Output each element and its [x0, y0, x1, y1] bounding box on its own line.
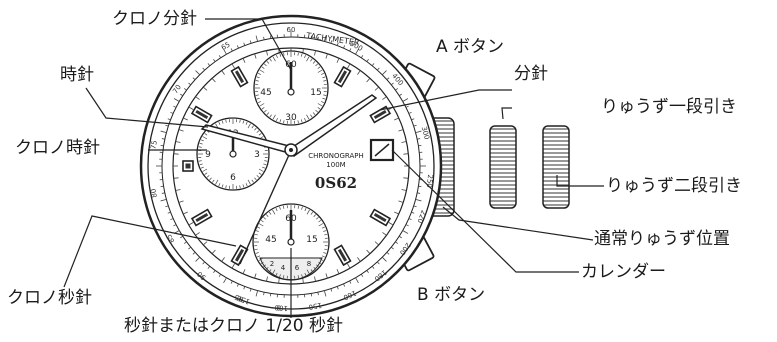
label-a-button: A ボタン: [436, 39, 504, 56]
svg-text:6: 6: [295, 264, 300, 272]
minute-tick: [403, 178, 408, 179]
minute-tick: [303, 278, 304, 283]
minute-tick: [403, 154, 408, 155]
label-crown-pull-two: りゅうず二段引き: [606, 178, 742, 195]
svg-text:45: 45: [265, 235, 276, 245]
label-chrono-minute-hand: クロノ分針: [112, 11, 197, 28]
svg-text:45: 45: [260, 88, 271, 98]
svg-text:15: 15: [306, 235, 317, 245]
svg-text:3: 3: [254, 150, 260, 160]
label-chrono-second-hand: クロノ秒針: [7, 290, 92, 307]
svg-text:30: 30: [285, 113, 297, 123]
minute-tick: [279, 278, 280, 283]
label-calendar: カレンダー: [581, 264, 666, 281]
minute-tick: [174, 154, 179, 155]
svg-text:9: 9: [205, 150, 211, 160]
label-crown-normal: 通常りゅうず位置: [594, 231, 730, 248]
svg-text:2: 2: [270, 260, 274, 268]
minute-tick: [174, 178, 179, 179]
label-b-button: B ボタン: [417, 287, 485, 304]
svg-text:6: 6: [230, 173, 236, 183]
label-crown-pull-one: りゅうず一段引き: [601, 99, 737, 116]
tachymeter-number: 75: [149, 140, 158, 150]
tachymeter-number: 60: [287, 26, 296, 34]
svg-text:15: 15: [310, 88, 321, 98]
crown-pull-two: [543, 126, 569, 208]
label-second-or-chrono-20: 秒針またはクロノ 1/20 秒針: [124, 318, 343, 335]
subdial-top: 60 15 30 45: [254, 51, 328, 125]
label-hour-hand: 時針: [60, 67, 94, 84]
label-chrono-hour-hand: クロノ時針: [15, 140, 100, 157]
tachymeter-number: 250: [425, 174, 434, 188]
caliber-text: 0S62: [315, 174, 357, 192]
brand-depth: 100M: [326, 161, 345, 169]
svg-text:4: 4: [281, 264, 286, 272]
tachymeter-number: 80: [149, 188, 158, 198]
label-minute-hand: 分針: [514, 66, 548, 83]
svg-text:8: 8: [307, 260, 311, 268]
hour-index-lume: [186, 164, 191, 169]
tachymeter-number: 0: [276, 303, 281, 311]
crown-pull-one: [490, 126, 516, 208]
brand-text: CHRONOGRAPH: [308, 152, 364, 160]
